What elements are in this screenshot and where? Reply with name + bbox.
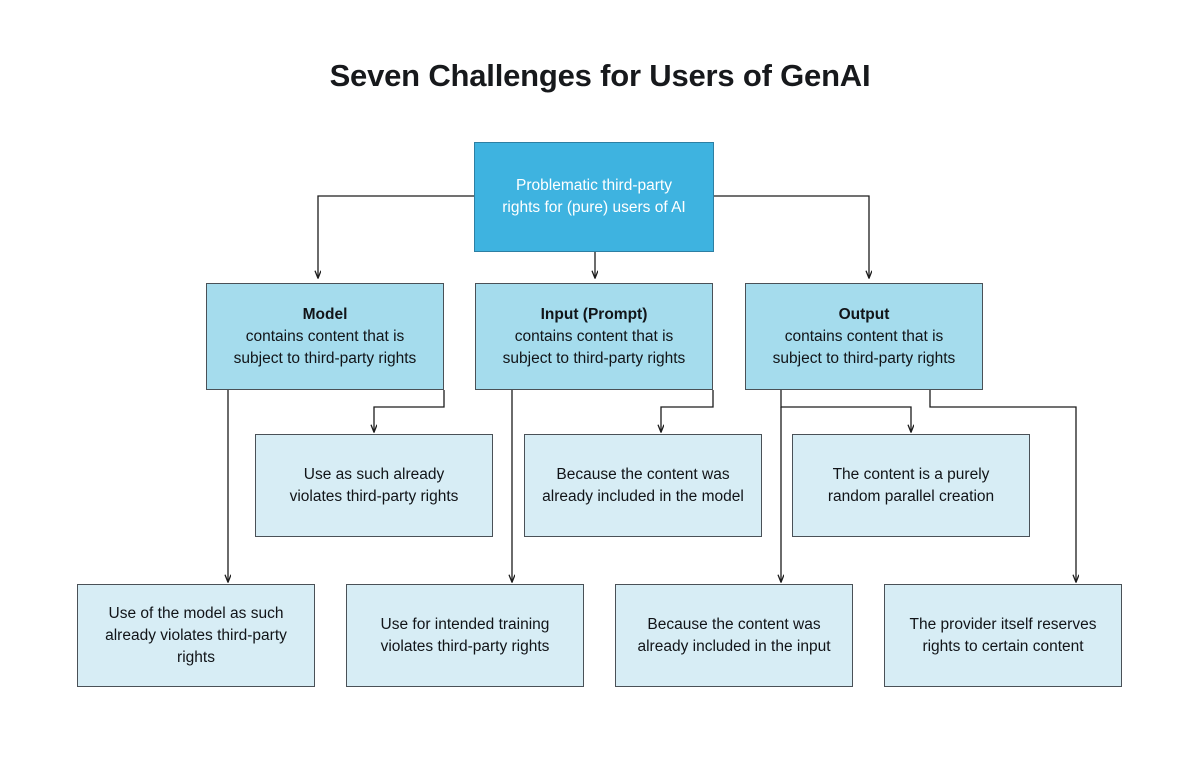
edge-model-to-use-as-such xyxy=(374,390,445,432)
node-output[interactable]: Output contains content that is subject … xyxy=(745,283,983,390)
node-content-in-model-line2: already included in the model xyxy=(542,487,744,505)
node-model-heading: Model xyxy=(302,305,348,323)
node-provider-reserves-line1: The provider itself reserves xyxy=(909,615,1097,633)
node-output-heading: Output xyxy=(838,305,890,323)
node-content-in-input-line1: Because the content was xyxy=(647,615,821,633)
node-output-line1: contains content that is xyxy=(784,327,944,345)
node-use-of-model-line1: Use of the model as such xyxy=(108,604,284,622)
node-random-creation-line1: The content is a purely xyxy=(832,465,990,483)
node-intended-training-line2: violates third-party rights xyxy=(380,637,550,655)
edge-output-to-random-creation xyxy=(780,390,911,432)
node-content-in-input-line2: already included in the input xyxy=(637,637,831,655)
node-input-line1: contains content that is xyxy=(514,327,674,345)
node-root[interactable]: Problematic third-party rights for (pure… xyxy=(474,142,714,252)
node-model-line1: contains content that is xyxy=(245,327,405,345)
node-use-of-model-as-such[interactable]: Use of the model as such already violate… xyxy=(77,584,315,687)
node-random-creation-line2: random parallel creation xyxy=(827,487,995,505)
node-root-line2: rights for (pure) users of AI xyxy=(502,199,686,216)
node-use-as-such-line2: violates third-party rights xyxy=(289,487,459,505)
edge-root-to-model xyxy=(318,195,474,278)
node-use-of-model-line2: already violates third-party xyxy=(105,626,287,644)
node-input-heading: Input (Prompt) xyxy=(540,305,648,323)
page-title: Seven Challenges for Users of GenAI xyxy=(329,58,871,93)
node-input-line2: subject to third-party rights xyxy=(502,349,686,367)
node-use-as-such-violates[interactable]: Use as such already violates third-party… xyxy=(255,434,493,537)
node-use-of-model-line3: rights xyxy=(177,648,215,666)
node-input-prompt[interactable]: Input (Prompt) contains content that is … xyxy=(475,283,713,390)
node-provider-reserves-line2: rights to certain content xyxy=(922,637,1084,655)
node-model-line2: subject to third-party rights xyxy=(233,349,417,367)
node-root-line1: Problematic third-party xyxy=(516,177,672,194)
node-output-line2: subject to third-party rights xyxy=(772,349,956,367)
node-provider-reserves-rights[interactable]: The provider itself reserves rights to c… xyxy=(884,584,1122,687)
node-content-already-in-model[interactable]: Because the content was already included… xyxy=(524,434,762,537)
edge-root-to-output xyxy=(714,195,869,278)
node-random-parallel-creation[interactable]: The content is a purely random parallel … xyxy=(792,434,1030,537)
node-use-for-intended-training[interactable]: Use for intended training violates third… xyxy=(346,584,584,687)
node-content-already-in-input[interactable]: Because the content was already included… xyxy=(615,584,853,687)
node-use-as-such-line1: Use as such already xyxy=(303,465,445,483)
node-intended-training-line1: Use for intended training xyxy=(380,615,550,633)
node-model[interactable]: Model contains content that is subject t… xyxy=(206,283,444,390)
node-content-in-model-line1: Because the content was xyxy=(556,465,730,483)
edge-input-to-content-in-model xyxy=(661,390,714,432)
